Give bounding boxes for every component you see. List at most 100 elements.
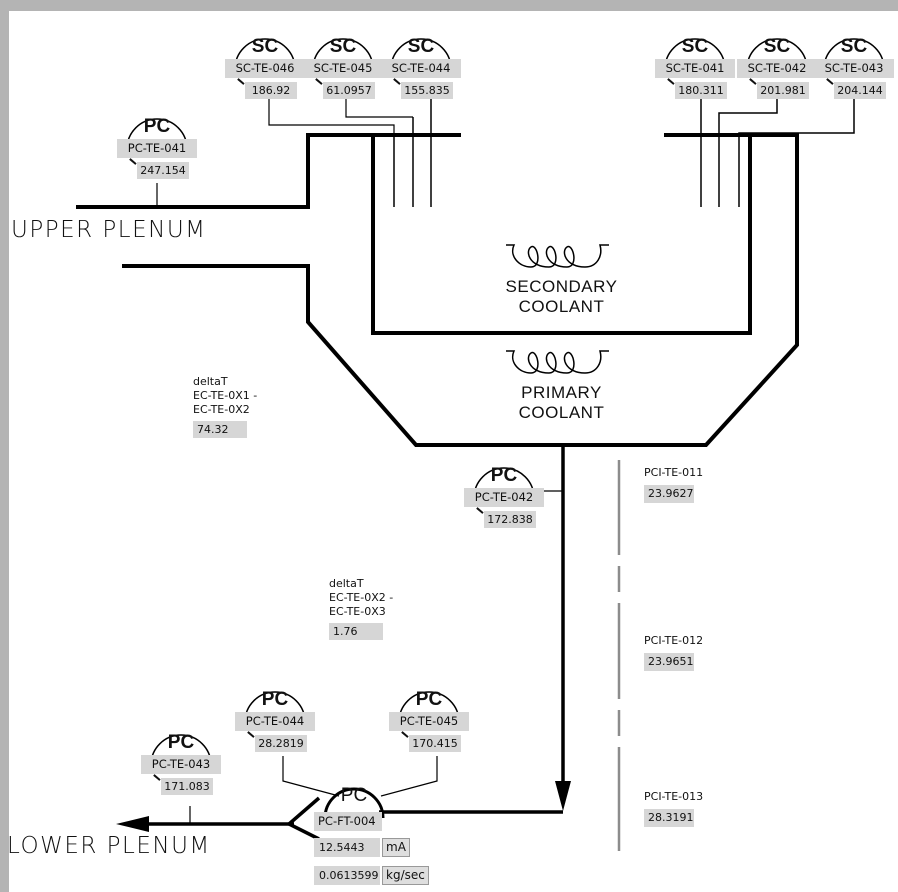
instrument-type: SC <box>329 36 357 57</box>
instrument-tag: PC-FT-004 <box>314 812 382 831</box>
flow-arrow-left-icon <box>116 816 149 832</box>
instrument-dome-icon <box>823 38 885 69</box>
diagram-canvas: UPPER PLENUM LOWER PLENUM SECONDARY COOL… <box>9 11 898 892</box>
pci-tag: PCI-TE-012 <box>644 634 704 647</box>
instrument-tag: PC-TE-044 <box>235 712 315 731</box>
instrument-dome-icon <box>244 691 306 722</box>
flow-element-icon <box>285 796 321 841</box>
tick-mark <box>315 78 323 85</box>
instrument-sc-te-046[interactable]: SC SC-TE-046 186.92 <box>225 33 305 113</box>
instrument-sc-te-041[interactable]: SC SC-TE-041 180.311 <box>655 33 735 113</box>
instrument-type: PC <box>261 689 289 710</box>
secondary-coil-icon <box>506 244 609 268</box>
instrument-value: 201.981 <box>757 82 809 99</box>
upper-plenum-pipe-top <box>76 133 461 209</box>
instrument-dome-icon <box>664 38 726 69</box>
primary-coolant-label: PRIMARY COOLANT <box>489 383 634 423</box>
lead-sc-te-043 <box>738 85 855 207</box>
instrument-pc-te-042[interactable]: PC PC-TE-042 172.838 <box>464 462 544 542</box>
tick-mark <box>401 731 409 738</box>
instrument-tag: PC-TE-041 <box>117 139 197 158</box>
instrument-type: SC <box>251 36 279 57</box>
tick-mark <box>749 78 757 85</box>
instrument-type: PC <box>143 116 171 137</box>
delta-t-line1: EC-TE-0X1 - <box>193 389 258 402</box>
instrument-pc-te-045[interactable]: PC PC-TE-045 170.415 <box>389 686 469 766</box>
delta-t-1: deltaT EC-TE-0X1 - EC-TE-0X2 74.32 <box>193 375 257 438</box>
delta-t-title: deltaT <box>329 577 364 590</box>
instrument-sc-te-043[interactable]: SC SC-TE-043 204.144 <box>814 33 894 113</box>
instrument-dome-icon <box>473 467 535 498</box>
flow-current-value: 12.5443 <box>314 838 380 857</box>
tick-mark <box>393 78 401 85</box>
tick-mark <box>129 158 137 165</box>
instrument-value: 204.144 <box>834 82 886 99</box>
primary-coil-icon <box>506 350 609 374</box>
delta-t-value: 74.32 <box>193 421 247 438</box>
instrument-type: PC <box>167 732 195 753</box>
instrument-tag: SC-TE-044 <box>381 59 461 78</box>
delta-t-line1: EC-TE-0X2 - <box>329 591 394 604</box>
secondary-coolant-line1: SECONDARY <box>505 277 618 296</box>
primary-coolant-line1: PRIMARY <box>521 383 602 402</box>
instrument-dome-icon <box>312 38 374 69</box>
instrument-value: 61.0957 <box>323 82 375 99</box>
delta-t-value: 1.76 <box>329 623 383 640</box>
tick-mark <box>826 78 834 85</box>
instrument-dome-icon <box>390 38 452 69</box>
instrument-value: 172.838 <box>484 511 536 528</box>
instrument-tag: PC-TE-045 <box>389 712 469 731</box>
instrument-tag: SC-TE-045 <box>303 59 383 78</box>
instrument-pc-te-041[interactable]: PC PC-TE-041 247.154 <box>117 113 197 193</box>
instrument-type: SC <box>407 36 435 57</box>
delta-t-title: deltaT <box>193 375 228 388</box>
tick-mark <box>667 78 675 85</box>
instrument-value: 186.92 <box>245 82 297 99</box>
tick-mark <box>476 507 484 514</box>
flow-rate-unit: kg/sec <box>382 866 429 885</box>
pci-value: 23.9627 <box>644 485 694 503</box>
instrument-tag: PC-TE-042 <box>464 488 544 507</box>
lower-plenum-label: LOWER PLENUM <box>9 833 211 859</box>
pci-sensor-013: PCI-TE-013 28.3191 <box>644 790 703 827</box>
tick-mark <box>237 78 245 85</box>
delta-t-line2: EC-TE-0X2 <box>193 403 250 416</box>
delta-t-line2: EC-TE-0X3 <box>329 605 386 618</box>
lead-sc-te-046 <box>268 85 395 135</box>
secondary-coolant-label: SECONDARY COOLANT <box>489 277 634 317</box>
instrument-pc-te-044[interactable]: PC PC-TE-044 28.2819 <box>235 686 315 766</box>
instrument-tag: PC-TE-043 <box>141 755 221 774</box>
instrument-dome-icon <box>323 787 385 818</box>
instrument-dome-icon <box>126 118 188 149</box>
instrument-dome-icon <box>234 38 296 69</box>
instrument-tag: SC-TE-042 <box>737 59 817 78</box>
instrument-type: PC <box>490 465 518 486</box>
instrument-pc-ft-004[interactable]: PC PC-FT-004 <box>314 782 394 862</box>
pci-sensor-011: PCI-TE-011 23.9627 <box>644 466 703 503</box>
pci-value: 28.3191 <box>644 809 694 827</box>
instrument-type: SC <box>840 36 868 57</box>
lead-pc-te-045 <box>380 756 438 797</box>
pci-tag: PCI-TE-013 <box>644 790 704 803</box>
instrument-type: SC <box>681 36 709 57</box>
lead-sc-te-042 <box>718 85 778 207</box>
instrument-value: 247.154 <box>137 162 189 179</box>
tick-mark <box>153 774 161 781</box>
flow-arrow-down-icon <box>555 781 571 811</box>
instrument-pc-te-043[interactable]: PC PC-TE-043 171.083 <box>141 729 221 809</box>
upper-plenum-pipe-bottom <box>122 133 799 447</box>
instrument-tag: SC-TE-041 <box>655 59 735 78</box>
instrument-sc-te-042[interactable]: SC SC-TE-042 201.981 <box>737 33 817 113</box>
instrument-dome-icon <box>746 38 808 69</box>
tick-mark <box>247 731 255 738</box>
pci-tag: PCI-TE-011 <box>644 466 704 479</box>
instrument-sc-te-045[interactable]: SC SC-TE-045 61.0957 <box>303 33 383 113</box>
secondary-vessel <box>371 135 752 335</box>
flow-rate-value: 0.0613599 <box>314 866 380 885</box>
secondary-coolant-line2: COOLANT <box>518 297 605 316</box>
instrument-sc-te-044[interactable]: SC SC-TE-044 155.835 <box>381 33 461 113</box>
instrument-dome-icon <box>150 734 212 765</box>
instrument-type: PC <box>415 689 443 710</box>
flow-current-unit: mA <box>382 838 410 857</box>
delta-t-2: deltaT EC-TE-0X2 - EC-TE-0X3 1.76 <box>329 577 393 640</box>
